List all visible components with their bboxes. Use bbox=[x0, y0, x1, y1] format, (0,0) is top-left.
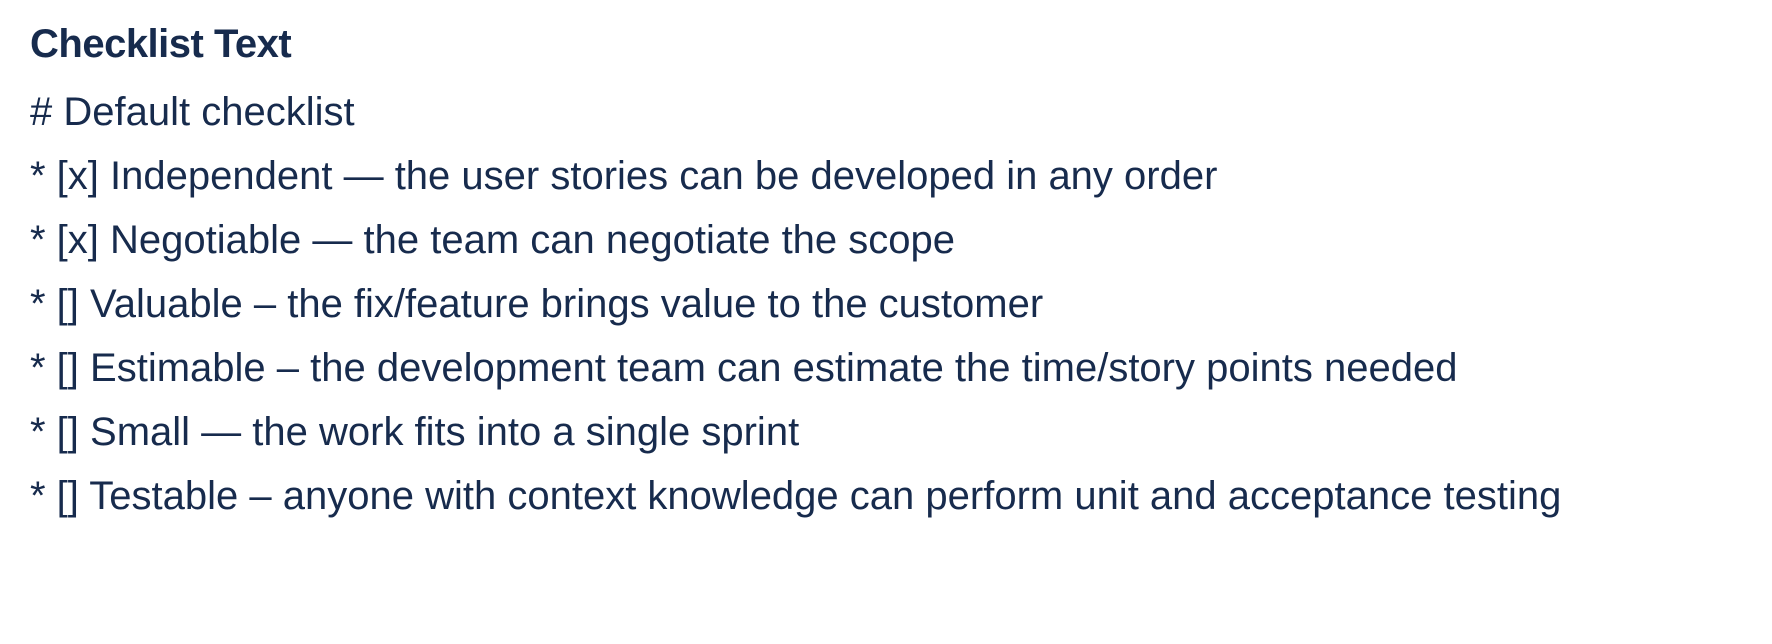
checklist-line-estimable: * [] Estimable – the development team ca… bbox=[30, 346, 1458, 390]
checklist-line-valuable: * [] Valuable – the fix/feature brings v… bbox=[30, 282, 1044, 326]
checklist-raw-text: # Default checklist * [x] Independent — … bbox=[30, 80, 1744, 528]
checklist-line-small: * [] Small — the work fits into a single… bbox=[30, 410, 800, 454]
field-label-checklist-text: Checklist Text bbox=[30, 22, 292, 66]
checklist-line-negotiable: * [x] Negotiable — the team can negotiat… bbox=[30, 218, 956, 262]
checklist-heading-line: # Default checklist bbox=[30, 90, 355, 134]
checklist-line-testable: * [] Testable – anyone with context know… bbox=[30, 474, 1562, 518]
checklist-line-independent: * [x] Independent — the user stories can… bbox=[30, 154, 1218, 198]
